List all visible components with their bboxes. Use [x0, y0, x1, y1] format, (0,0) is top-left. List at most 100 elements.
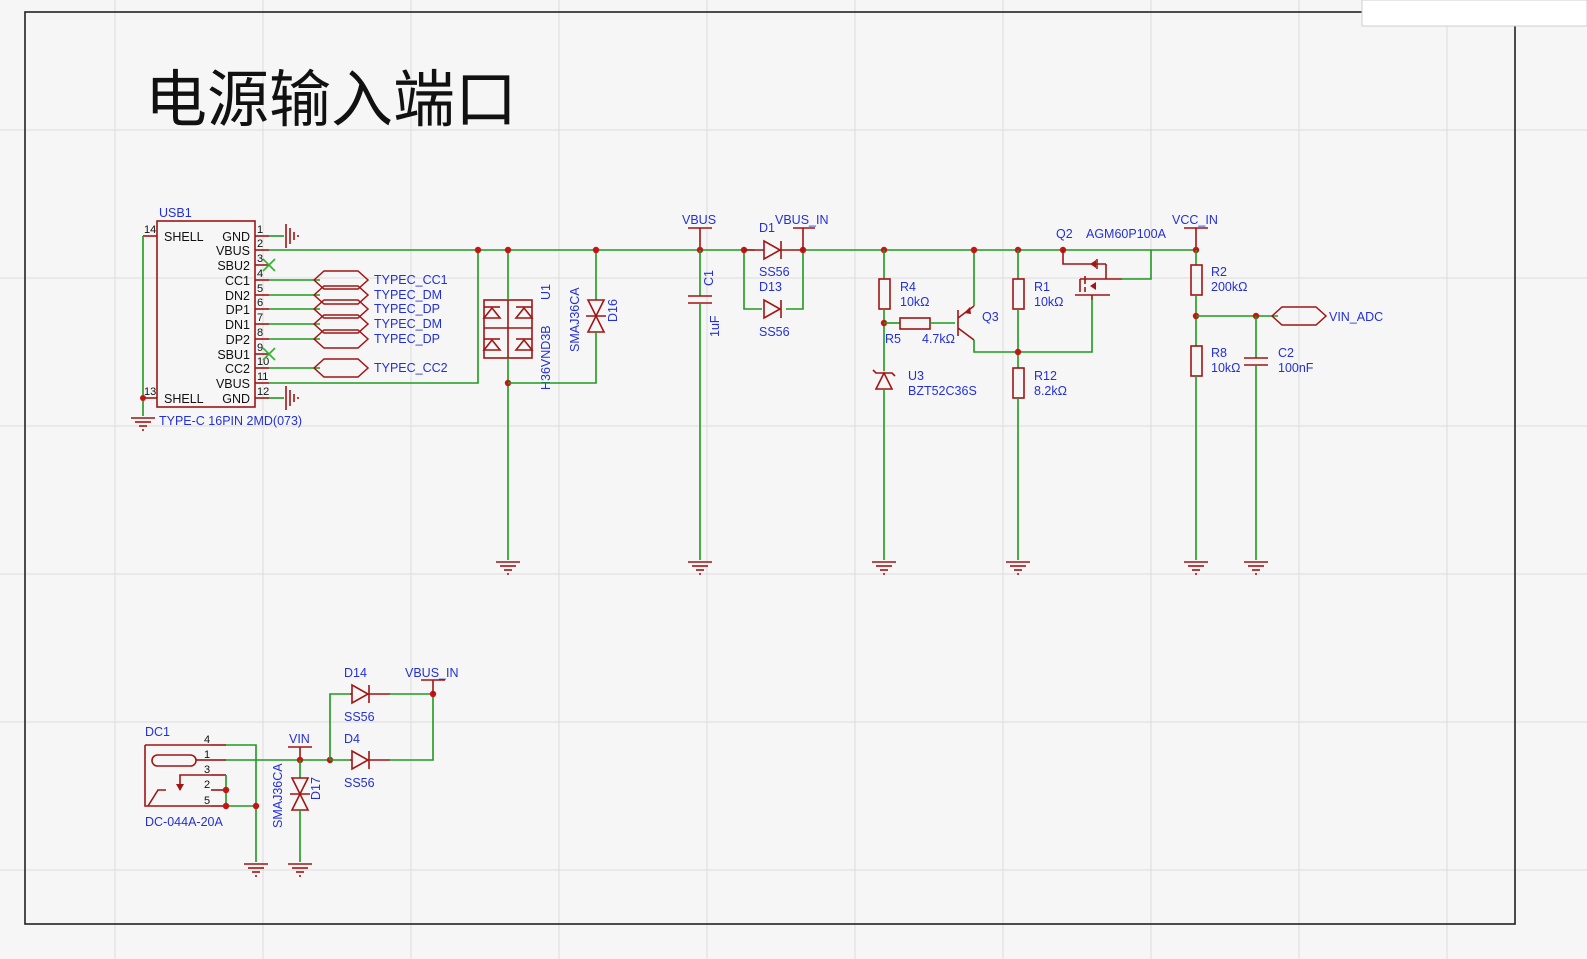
dc1-jack[interactable] — [144, 744, 226, 807]
dc1-pin-num: 2 — [204, 779, 210, 791]
r4-value: 10kΩ — [900, 295, 930, 309]
junction-dot — [140, 395, 146, 401]
usb-pin-num: 13 — [144, 386, 156, 398]
usb-pin-name: GND — [222, 392, 250, 406]
ground-symbol — [1183, 561, 1209, 575]
usb-pin-num: 1 — [257, 224, 263, 236]
net-label-typec[interactable]: TYPEC_DP — [374, 332, 440, 346]
dc1-ref: DC1 — [145, 725, 170, 739]
q2-ref: Q2 — [1056, 227, 1073, 241]
d1-part: SS56 — [759, 265, 790, 279]
u3-part: BZT52C36S — [908, 384, 977, 398]
usb-pin-num: 5 — [257, 283, 263, 295]
usb-pin-num: 4 — [257, 268, 263, 280]
d14-ref: D14 — [344, 666, 367, 680]
net-label-typec[interactable]: TYPEC_CC1 — [374, 273, 448, 287]
vbus-in-label[interactable]: VBUS_IN — [775, 213, 829, 227]
d17-tvs-diode[interactable] — [290, 777, 310, 811]
r5-resistor[interactable] — [899, 317, 931, 330]
net-label-typec[interactable]: TYPEC_CC2 — [374, 361, 448, 375]
d17-ref: D17 — [309, 777, 323, 800]
c2-capacitor[interactable] — [1244, 316, 1268, 560]
u3-zener-diode[interactable] — [872, 369, 896, 390]
net-port-shape — [313, 358, 369, 378]
sheet-frame — [24, 11, 1516, 925]
r1-ref: R1 — [1034, 280, 1050, 294]
q2-mosfet[interactable] — [1062, 250, 1122, 300]
dc1-part: DC-044A-20A — [145, 815, 223, 829]
d4-schottky-diode[interactable] — [350, 749, 390, 771]
c2-value: 100nF — [1278, 361, 1314, 375]
r2-resistor[interactable] — [1190, 264, 1203, 296]
r2-value: 200kΩ — [1211, 280, 1247, 294]
vbus-label[interactable]: VBUS — [682, 213, 716, 227]
d1-schottky-diode[interactable] — [744, 239, 803, 261]
r4-resistor[interactable] — [878, 278, 891, 310]
c2-ref: C2 — [1278, 346, 1294, 360]
usb-pin-name: SHELL — [164, 392, 204, 406]
usb-pin-name: VBUS — [216, 244, 250, 258]
usb-pin-name: CC1 — [225, 274, 250, 288]
q2-part: AGM60P100A — [1086, 227, 1167, 241]
usb-pin-num: 14 — [144, 224, 156, 236]
ground-symbol — [130, 417, 156, 431]
vin-label[interactable]: VIN — [289, 732, 310, 746]
usb-part: TYPE-C 16PIN 2MD(073) — [159, 414, 302, 428]
top-right-panel[interactable] — [1361, 0, 1587, 27]
u1-part: H36VND3B — [539, 325, 553, 390]
c1-value: 1uF — [708, 315, 722, 337]
usb-pin-name: SBU2 — [217, 259, 250, 273]
r5-value: 4.7kΩ — [922, 332, 955, 346]
vcc-in-label[interactable]: VCC_IN — [1172, 213, 1218, 227]
usb-connector[interactable]: USB1 TYPE-C 16PIN 2MD(073) 14 13 SHELL S… — [143, 206, 302, 428]
dc1-pin-num: 3 — [204, 764, 210, 776]
d13-schottky-diode[interactable] — [763, 298, 782, 320]
vin-adc-label[interactable]: VIN_ADC — [1329, 310, 1383, 324]
usb-pin-num: 11 — [257, 371, 268, 383]
ground-symbol — [1005, 561, 1031, 575]
r12-value: 8.2kΩ — [1034, 384, 1067, 398]
r12-resistor[interactable] — [1012, 367, 1025, 399]
net-label-typec[interactable]: TYPEC_DP — [374, 302, 440, 316]
r8-ref: R8 — [1211, 346, 1227, 360]
d4-ref: D4 — [344, 732, 360, 746]
d16-tvs-diode[interactable] — [586, 299, 606, 333]
d14-schottky-diode[interactable] — [350, 683, 390, 705]
d14-part: SS56 — [344, 710, 375, 724]
dc1-pin-num: 4 — [204, 734, 210, 746]
r8-resistor[interactable] — [1190, 345, 1203, 377]
r8-value: 10kΩ — [1211, 361, 1241, 375]
usb-pin-name: CC2 — [225, 362, 250, 376]
u3-ref: U3 — [908, 369, 924, 383]
ground-symbol — [1243, 561, 1269, 575]
d13-part: SS56 — [759, 325, 790, 339]
c1-capacitor[interactable] — [688, 250, 712, 560]
u1-tvs-array[interactable] — [482, 250, 534, 560]
c1-ref: C1 — [702, 270, 716, 286]
d17-part: SMAJ36CA — [271, 763, 285, 828]
usb-pin-num: 7 — [257, 312, 263, 324]
d16-ref: D16 — [606, 299, 620, 322]
usb-pin-num: 2 — [257, 238, 263, 250]
ground-symbol — [871, 561, 897, 575]
ground-symbol — [495, 561, 521, 575]
net-label-typec[interactable]: TYPEC_DM — [374, 317, 442, 331]
q3-ref: Q3 — [982, 310, 999, 324]
net-label-typec[interactable]: TYPEC_DM — [374, 288, 442, 302]
sheet-title: 电源输入端口 — [145, 63, 517, 136]
dc1-pin-num: 5 — [204, 795, 210, 807]
usb-pin-num: 12 — [257, 386, 269, 398]
usb-pin-name: DN1 — [225, 318, 250, 332]
q3-transistor[interactable] — [957, 305, 975, 341]
r1-resistor[interactable] — [1012, 278, 1025, 310]
usb-pin-name: SBU1 — [217, 348, 250, 362]
ground-symbol — [285, 385, 299, 411]
usb-pin-name: DP1 — [226, 303, 250, 317]
u1-ref: U1 — [539, 284, 553, 300]
usb-ref: USB1 — [159, 206, 192, 220]
vbus-in-label-2[interactable]: VBUS_IN — [405, 666, 459, 680]
ground-symbol — [285, 223, 299, 249]
usb-pin-num: 10 — [257, 356, 269, 368]
